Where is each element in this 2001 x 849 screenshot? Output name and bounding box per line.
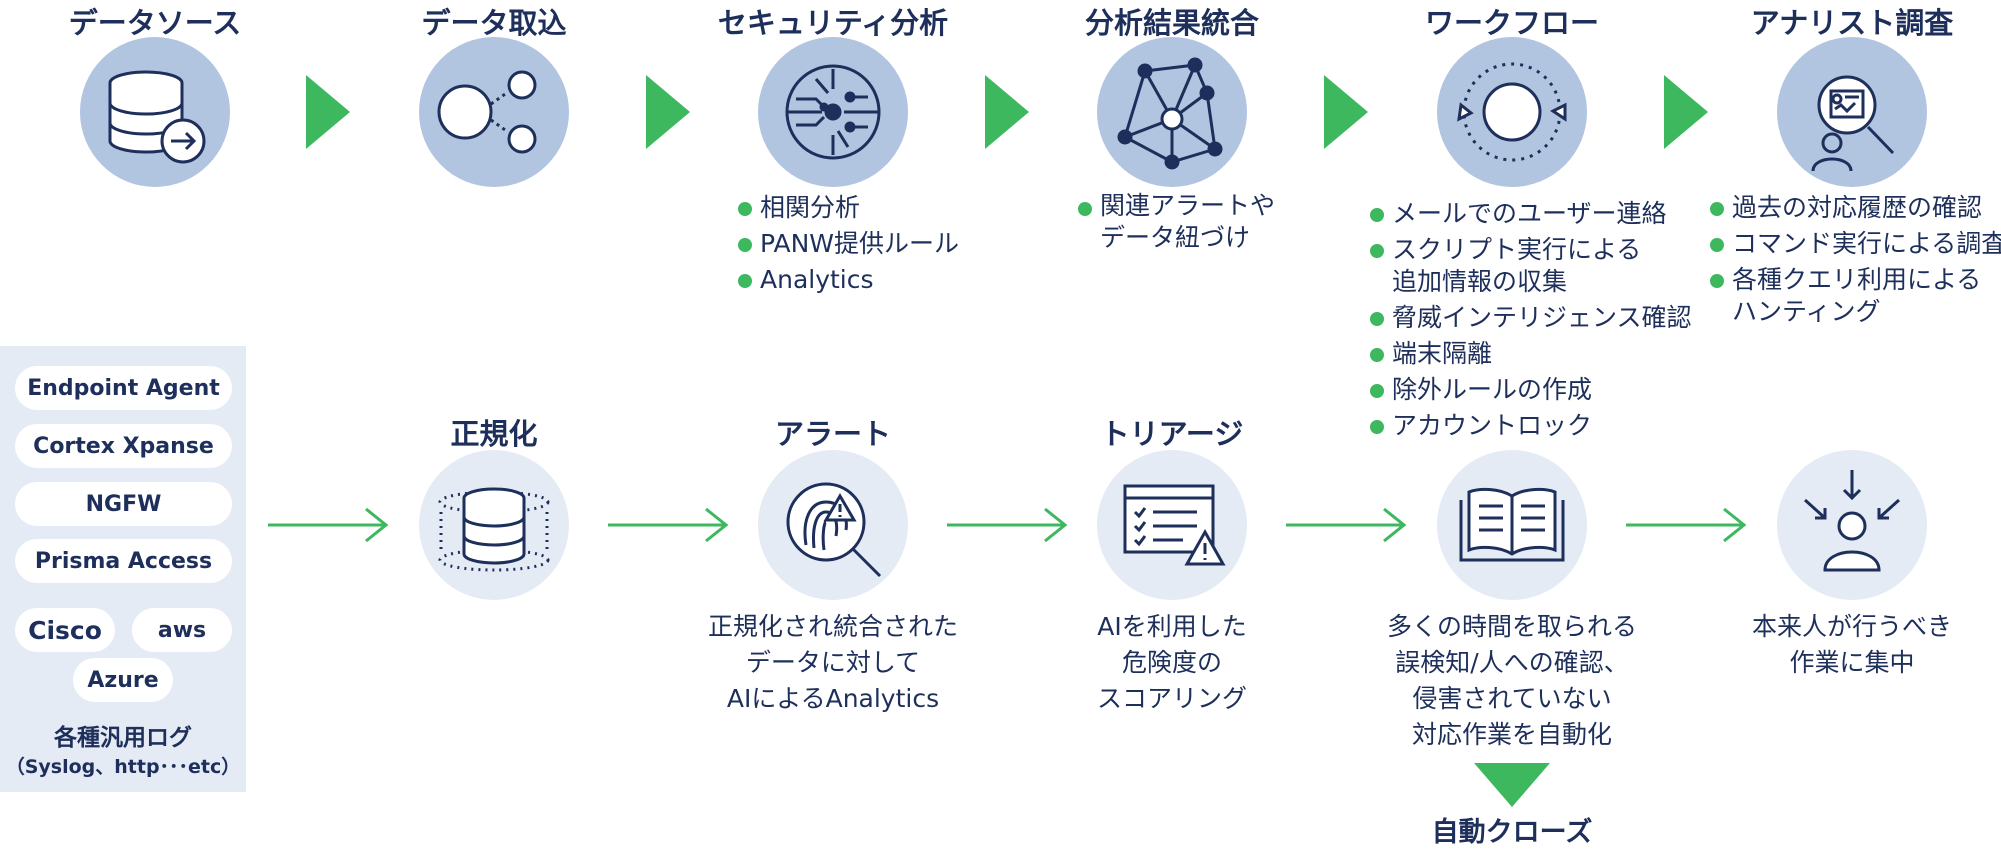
source-endpoint-agent: Endpoint Agent: [15, 366, 232, 410]
description-line: 侵害されていない: [1412, 684, 1612, 713]
description-line: 多くの時間を取られる: [1386, 612, 1638, 641]
database-arrow-icon: [80, 37, 230, 187]
list-item: 相関分析: [738, 190, 959, 226]
source-aws: aws: [132, 608, 232, 652]
focus-description: 本来人が行うべき 作業に集中: [1752, 609, 1952, 681]
data-sources-panel: Endpoint Agent Cortex Xpanse NGFW Prisma…: [0, 346, 246, 792]
circuit-analysis-icon: [758, 37, 908, 187]
line-arrow-5: [1624, 505, 1750, 545]
title-analyst-investigation: アナリスト調査: [1750, 6, 1954, 40]
flow-arrow-4: [1324, 75, 1368, 149]
flow-arrow-2: [646, 75, 690, 149]
description-line: 本来人が行うべき: [1751, 612, 1953, 641]
description-line: 危険度の: [1121, 648, 1223, 677]
list-item: データ紐づけ: [1100, 223, 1251, 252]
auto-close-label: 自動クローズ: [1431, 817, 1593, 848]
list-item: メールでのユーザー連絡: [1370, 196, 1692, 232]
source-cortex-xpanse: Cortex Xpanse: [15, 424, 232, 468]
description-line: AIによるAnalytics: [726, 684, 940, 713]
list-item: 各種クエリ利用による: [1710, 262, 2001, 298]
flow-arrow-1: [306, 75, 350, 149]
title-workflow: ワークフロー: [1424, 6, 1600, 40]
security-bullet-list: 相関分析 PANW提供ルール Analytics: [738, 190, 959, 298]
list-item: コマンド実行による調査: [1710, 226, 2001, 262]
sources-subcaption: （Syslog、http･･･etc）: [5, 756, 241, 778]
title-triage: トリアージ: [1100, 417, 1244, 451]
title-data-source: データソース: [68, 6, 242, 40]
analyst-search-icon: [1777, 37, 1927, 187]
title-security-analysis: セキュリティ分析: [717, 6, 949, 40]
list-item: 除外ルールの作成: [1370, 372, 1692, 408]
description-line: 対応作業を自動化: [1411, 720, 1613, 749]
book-icon: [1437, 450, 1587, 600]
workflow-bullet-list: メールでのユーザー連絡 スクリプト実行による 追加情報の収集 脅威インテリジェン…: [1370, 196, 1692, 444]
automation-description: 多くの時間を取られる 誤検知/人への確認、 侵害されていない 対応作業を自動化: [1387, 609, 1637, 753]
list-item: ハンティング: [1732, 297, 1881, 326]
line-arrow-3: [945, 505, 1071, 545]
source-azure: Azure: [73, 658, 173, 702]
normalized-database-icon: [419, 450, 569, 600]
source-cisco: Cisco: [15, 608, 115, 652]
auto-close-down-arrow: [1474, 763, 1550, 807]
integration-bullet-list: 関連アラートや データ紐づけ: [1078, 190, 1275, 254]
list-item: Analytics: [738, 262, 959, 298]
data-ingest-nodes-icon: [419, 37, 569, 187]
list-item: PANW提供ルール: [738, 226, 959, 262]
list-item: 端末隔離: [1370, 336, 1692, 372]
description-line: AIを利用した: [1097, 612, 1247, 641]
source-prisma-access: Prisma Access: [15, 539, 232, 583]
description-line: スコアリング: [1096, 684, 1248, 713]
flow-arrow-5: [1664, 75, 1708, 149]
title-data-ingest: データ取込: [421, 6, 567, 40]
triage-description: AIを利用した 危険度の スコアリング: [1097, 609, 1247, 717]
network-graph-icon: [1097, 37, 1247, 187]
list-item: 追加情報の収集: [1392, 267, 1568, 296]
list-item: 関連アラートや: [1078, 190, 1275, 222]
sources-caption: 各種汎用ログ: [54, 725, 192, 751]
title-normalization: 正規化: [450, 417, 538, 451]
line-arrow-4: [1284, 505, 1410, 545]
description-line: 誤検知/人への確認、: [1395, 648, 1629, 677]
title-alert: アラート: [774, 417, 892, 451]
list-item: アカウントロック: [1370, 408, 1692, 444]
analyst-bullet-list: 過去の対応履歴の確認 コマンド実行による調査 各種クエリ利用による ハンティング: [1710, 190, 2001, 330]
workflow-cycle-icon: [1437, 37, 1587, 187]
description-line: 正規化され統合された: [707, 612, 959, 641]
title-result-integration: 分析結果統合: [1084, 6, 1260, 40]
list-item: スクリプト実行による: [1370, 232, 1692, 268]
source-ngfw: NGFW: [15, 482, 232, 526]
alert-description: 正規化され統合された データに対して AIによるAnalytics: [708, 609, 958, 717]
alert-fingerprint-icon: [758, 450, 908, 600]
line-arrow-1: [266, 505, 392, 545]
list-item: 脅威インテリジェンス確認: [1370, 300, 1692, 336]
line-arrow-2: [606, 505, 732, 545]
description-line: データに対して: [745, 648, 921, 677]
triage-checklist-icon: [1097, 450, 1247, 600]
person-focus-icon: [1777, 450, 1927, 600]
description-line: 作業に集中: [1789, 648, 1915, 677]
flow-arrow-3: [985, 75, 1029, 149]
list-item: 過去の対応履歴の確認: [1710, 190, 2001, 226]
